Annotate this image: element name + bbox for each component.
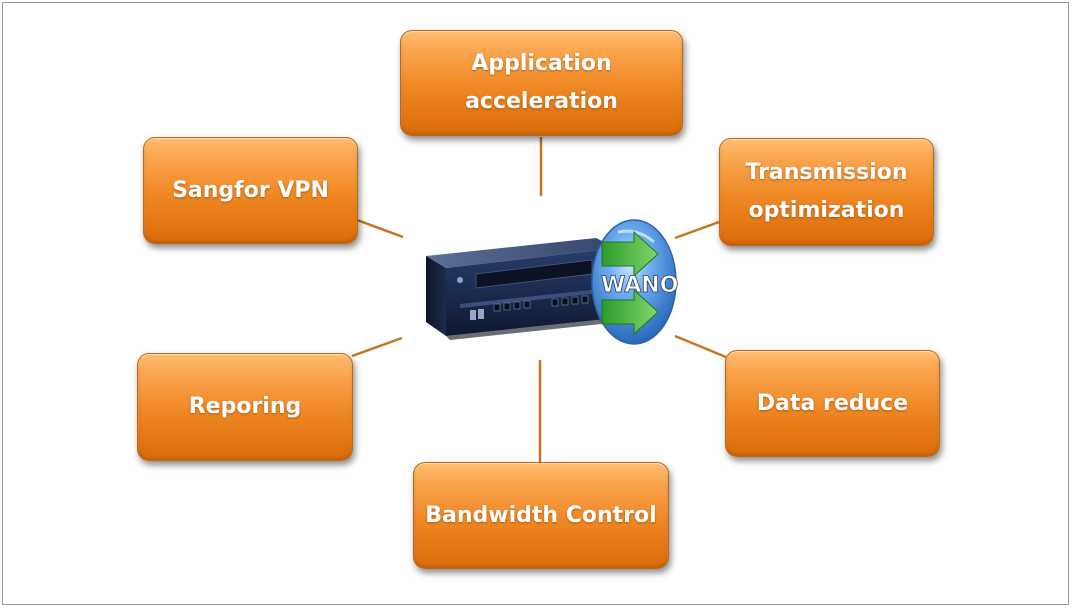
node-data-reduce: Data reduce	[725, 350, 940, 457]
node-reporing: Reporing	[137, 353, 353, 461]
connector-data	[674, 334, 727, 359]
node-transmission-optimization: Transmission optimization	[719, 138, 934, 246]
node-application-acceleration: Application acceleration	[400, 30, 683, 136]
appliance-chassis	[426, 238, 620, 340]
connector-transmission	[674, 220, 720, 240]
appliance-ports	[493, 295, 589, 312]
wano-appliance-image: WANO	[426, 219, 679, 345]
connector-reporing	[351, 336, 403, 358]
wano-badge-icon: WANO	[591, 219, 679, 345]
wano-badge-label: WANO	[601, 273, 678, 298]
node-sangfor-vpn: Sangfor VPN	[143, 137, 358, 244]
node-bandwidth-control: Bandwidth Control	[413, 462, 669, 569]
connector-vpn	[356, 218, 404, 239]
